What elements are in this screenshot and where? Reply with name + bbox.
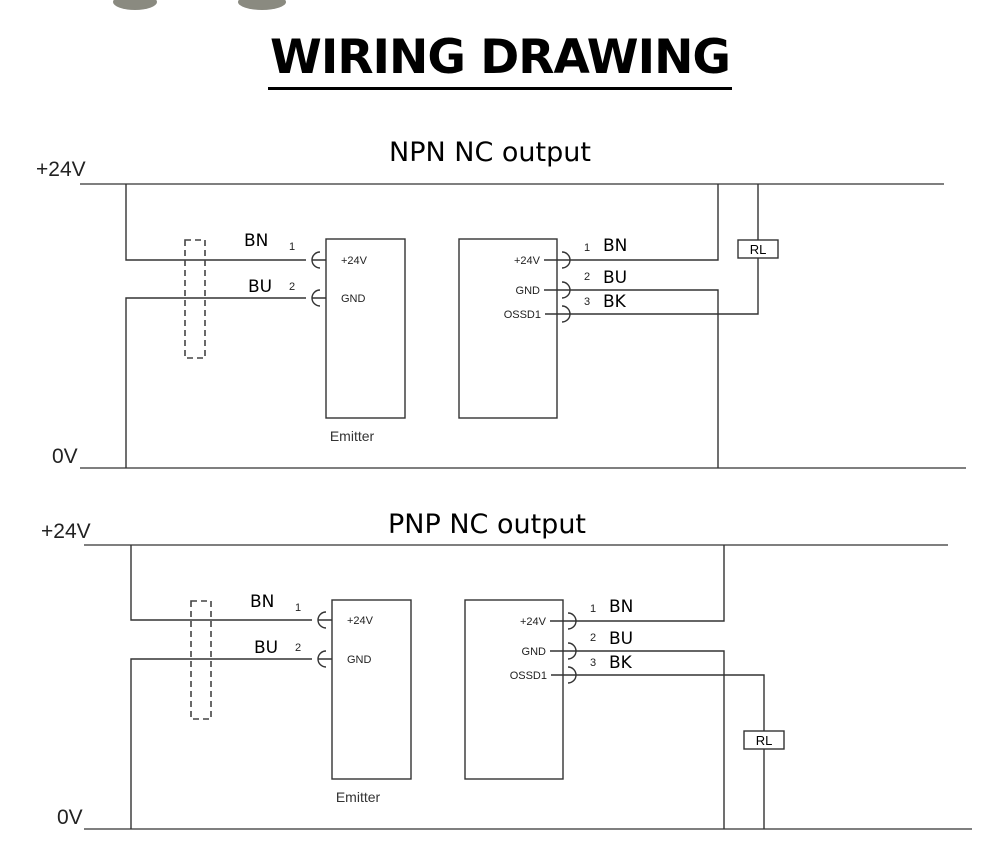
pnp-receiver-bu-wire: [576, 650, 725, 829]
pnp-receiver-pin1-number: 1: [590, 603, 596, 615]
pnp-receiver-pin-ossd1: OSSD1: [510, 670, 547, 682]
npn-receiver-bn-wire: [570, 184, 719, 261]
pnp-receiver-connector-3: [567, 666, 577, 684]
npn-emitter-pin2-number: 2: [289, 281, 295, 293]
npn-emitter-bn-wire: [125, 184, 306, 261]
pnp-heading: PNP NC output: [388, 509, 586, 540]
product-photo-right: [238, 0, 286, 10]
pnp-diagram: PNP NC output +24V 0V BN BU 1 2 +24V GND…: [41, 509, 972, 830]
pnp-receiver-connector-1: [567, 612, 577, 630]
npn-receiver-connector-3: [561, 305, 571, 323]
pnp-receiver-bk-wire: [576, 674, 765, 731]
npn-receiver-box: [458, 238, 558, 419]
npn-cable-shield: [184, 239, 206, 359]
pnp-emitter-pin-gnd: GND: [347, 654, 372, 666]
npn-receiver-pin1-number: 1: [584, 242, 590, 254]
npn-load-label: RL: [750, 242, 767, 257]
npn-receiver-pin3-number: 3: [584, 296, 590, 308]
npn-receiver-bu-wire: [570, 289, 719, 468]
pnp-load-label: RL: [756, 733, 773, 748]
npn-diagram: NPN NC output +24V 0V BN BU 1 2 +24V GND…: [36, 137, 966, 469]
product-photo-strip: [113, 0, 286, 10]
npn-emitter-pin-24v: +24V: [341, 255, 368, 267]
npn-emitter-pin-gnd: GND: [341, 293, 366, 305]
npn-receiver-bk-wire: [570, 258, 759, 315]
npn-receiver-connector-2: [561, 281, 571, 299]
pnp-bn-right-code: BN: [609, 597, 633, 617]
product-photo-left: [113, 0, 157, 10]
npn-emitter-box: [325, 238, 406, 419]
pnp-bu-right-code: BU: [609, 629, 633, 649]
pnp-bn-left-code: BN: [250, 592, 274, 612]
page-title-text: WIRING DRAWING: [268, 30, 732, 90]
pnp-rail-top-label: +24V: [41, 520, 91, 543]
npn-bn-left-code: BN: [244, 231, 268, 251]
npn-receiver-connector-1: [561, 251, 571, 269]
pnp-load-box: [743, 730, 785, 750]
npn-bk-right-code: BK: [603, 292, 627, 312]
npn-receiver-pin-gnd: GND: [516, 285, 541, 297]
pnp-emitter-pin1-number: 1: [295, 602, 301, 614]
npn-heading: NPN NC output: [389, 137, 591, 168]
pnp-emitter-label: Emitter: [336, 789, 381, 805]
pnp-emitter-bn-wire: [130, 545, 312, 621]
pnp-emitter-pin2-number: 2: [295, 642, 301, 654]
pnp-receiver-pin2-number: 2: [590, 632, 596, 644]
page-title: WIRING DRAWING: [0, 30, 1000, 90]
npn-emitter-pin1-number: 1: [289, 241, 295, 253]
npn-bu-left-code: BU: [248, 277, 272, 297]
npn-load-box: [737, 239, 779, 259]
npn-emitter-label: Emitter: [330, 428, 375, 444]
npn-receiver-pin-24v: +24V: [514, 255, 541, 267]
pnp-receiver-pin3-number: 3: [590, 657, 596, 669]
npn-receiver-pin-ossd1: OSSD1: [504, 309, 541, 321]
pnp-emitter-bu-wire: [130, 658, 312, 829]
pnp-receiver-pin-gnd: GND: [522, 646, 547, 658]
npn-rail-top-label: +24V: [36, 158, 86, 181]
pnp-rail-bottom-label: 0V: [57, 806, 83, 829]
npn-emitter-bu-wire: [125, 297, 306, 468]
pnp-cable-shield: [190, 600, 212, 720]
pnp-receiver-box: [464, 599, 564, 780]
pnp-bu-left-code: BU: [254, 638, 278, 658]
pnp-emitter-pin-24v: +24V: [347, 615, 374, 627]
npn-bn-right-code: BN: [603, 236, 627, 256]
pnp-emitter-box: [331, 599, 412, 780]
npn-bu-right-code: BU: [603, 268, 627, 288]
npn-receiver-pin2-number: 2: [584, 271, 590, 283]
pnp-receiver-connector-2: [567, 642, 577, 660]
pnp-bk-right-code: BK: [609, 653, 633, 673]
npn-rail-bottom-label: 0V: [52, 445, 78, 468]
pnp-receiver-pin-24v: +24V: [520, 616, 547, 628]
pnp-receiver-bn-wire: [576, 545, 725, 622]
